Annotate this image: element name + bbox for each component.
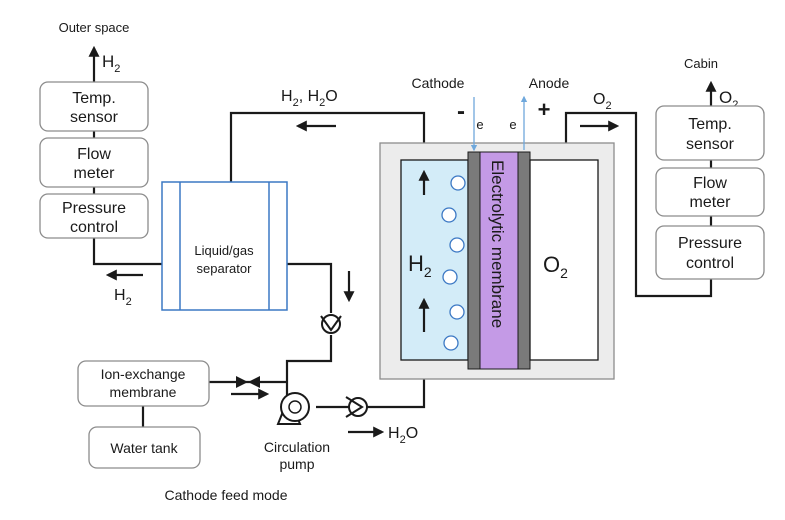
right-temp-sensor-box <box>655 105 765 161</box>
right-stack: Cabin O2 Temp. sensor Flow meter Pressur… <box>655 56 765 280</box>
o2-line-label: O2 <box>593 91 612 112</box>
flow-arrows <box>105 120 620 438</box>
right-temp-sensor-line2: sensor <box>686 136 735 153</box>
shutoff-valve <box>236 376 260 388</box>
bubble <box>441 207 457 223</box>
pump-impeller <box>288 400 302 414</box>
o2-cabin-label: O2 <box>719 88 738 111</box>
caption-cathode-feed-mode: Cathode feed mode <box>165 487 288 503</box>
h2-vent-label: H2 <box>114 287 132 308</box>
bubble <box>450 175 466 191</box>
circulation-pump: Circulation pump <box>264 392 330 472</box>
right-flow-meter-box <box>655 167 765 217</box>
anode-chamber <box>529 159 599 361</box>
hydrogen-bubbles <box>441 175 466 351</box>
ion-exchange-line1: Ion-exchange <box>101 366 186 382</box>
separator-box <box>161 181 288 311</box>
left-temp-sensor-line2: sensor <box>70 109 119 126</box>
right-pressure-control-line1: Pressure <box>678 235 742 252</box>
left-pressure-control-line2: control <box>70 219 118 236</box>
left-flow-meter-box <box>39 137 149 188</box>
h2o-out-label: H2O <box>388 425 418 446</box>
pipe-separator-right <box>287 262 333 313</box>
cabin-label: Cabin <box>684 56 718 71</box>
ion-exchange-group: Ion-exchange membrane Water tank <box>77 360 210 469</box>
electrolytic-membrane <box>479 151 519 370</box>
bubble <box>449 237 465 253</box>
right-temp-sensor-line1: Temp. <box>688 116 732 133</box>
bowtie-valve-icon <box>236 376 260 388</box>
pump-label-line1: Circulation <box>264 439 330 455</box>
cathode-electrode <box>467 151 481 370</box>
electron-label-left: e <box>476 117 483 132</box>
cathode-label: Cathode <box>412 75 465 91</box>
left-temp-sensor-line1: Temp. <box>72 90 116 107</box>
right-flow-meter-line2: meter <box>690 194 732 211</box>
bubble <box>449 304 465 320</box>
bubble <box>442 269 458 285</box>
pipe-to-pump <box>285 335 333 395</box>
right-pressure-control-line2: control <box>686 255 734 272</box>
electrolysis-cell: Electrolytic membrane H2 O2 Cathode Anod… <box>379 75 615 380</box>
separator-label-line1: Liquid/gas <box>194 243 254 258</box>
left-stack: Outer space H2 Temp. sensor Flow meter P… <box>39 20 149 308</box>
left-temp-sensor-box <box>39 81 149 132</box>
cathode-chamber <box>400 159 469 361</box>
liquid-gas-separator: Liquid/gas separator <box>161 181 288 311</box>
pipe-o2-line <box>564 111 713 298</box>
anode-o2-label: O2 <box>543 252 568 281</box>
separator-label-line2: separator <box>197 261 253 276</box>
anode-label: Anode <box>529 75 570 91</box>
pipe-separator-to-cell-top <box>229 111 426 182</box>
left-pressure-control-box <box>39 193 149 239</box>
water-tank-label: Water tank <box>110 440 178 456</box>
left-flow-meter-line2: meter <box>74 165 116 182</box>
right-flow-meter-line1: Flow <box>693 175 727 192</box>
left-flow-meter-line1: Flow <box>77 146 111 163</box>
h2-h2o-line-label: H2, H2O <box>281 88 338 109</box>
right-pressure-control-box <box>655 225 765 280</box>
outer-space-label: Outer space <box>59 20 130 35</box>
water-tank-box <box>88 426 201 469</box>
pipe-stack-to-separator <box>92 238 162 266</box>
electron-label-right: e <box>509 117 516 132</box>
pump-label-line2: pump <box>279 456 314 472</box>
left-pressure-control-line1: Pressure <box>62 200 126 217</box>
check-valve-upper-circle <box>321 314 341 334</box>
check-valve-lower-v <box>345 396 364 418</box>
plus-sign: + <box>538 97 551 122</box>
check-valve-upper <box>320 314 342 334</box>
h2-outer-label: H2 <box>102 52 120 75</box>
membrane-label: Electrolytic membrane <box>488 160 507 328</box>
minus-sign: - <box>457 98 465 125</box>
ion-exchange-line2: membrane <box>110 384 177 400</box>
ion-exchange-box <box>77 360 210 407</box>
check-valve-lower <box>345 396 368 418</box>
anode-electrode <box>517 151 531 370</box>
check-valve-upper-v <box>320 315 342 332</box>
cathode-h2-label: H2 <box>408 251 432 280</box>
bubble <box>443 335 459 351</box>
